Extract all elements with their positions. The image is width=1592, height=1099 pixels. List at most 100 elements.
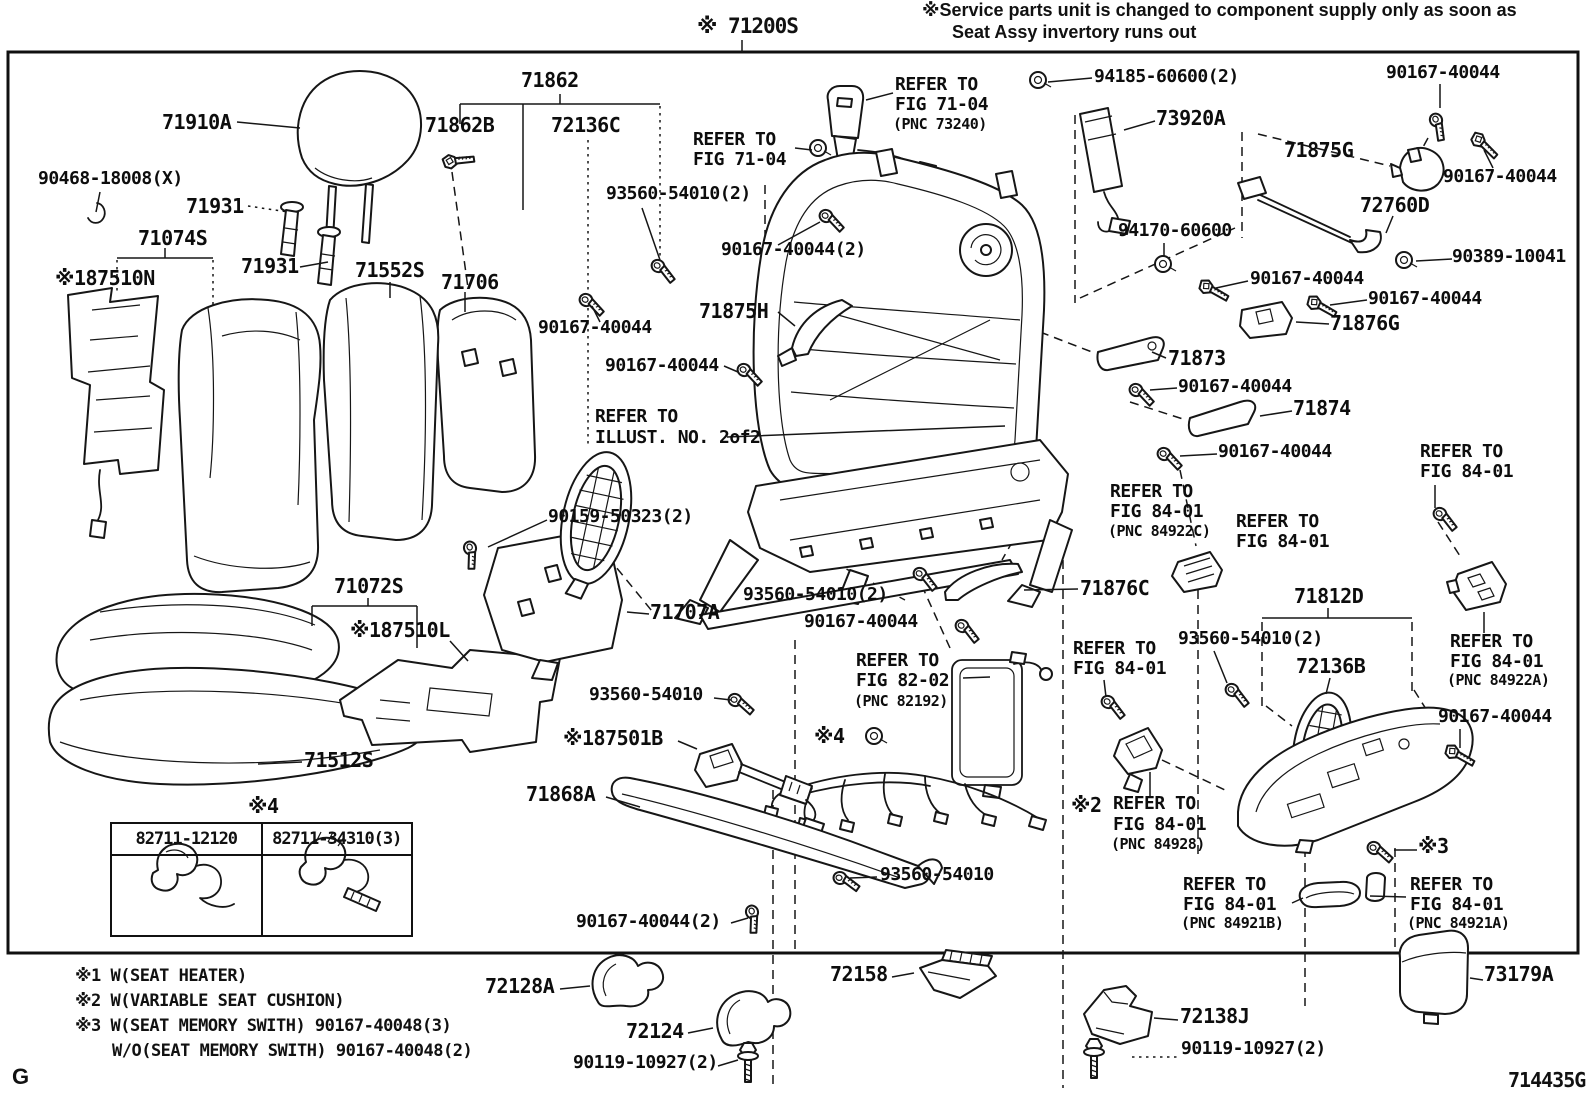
part-label-73920a: 73920A — [1156, 106, 1226, 130]
part-label-187501b: ※187501B — [563, 726, 663, 750]
part-label-fig-84-01: FIG 84-01 — [1110, 501, 1204, 522]
legend-line-2: ※2 W(VARIABLE SEAT CUSHION) — [75, 991, 345, 1011]
cushion-heater-mat — [340, 650, 560, 752]
legend-line-1: ※1 W(SEAT HEATER) — [75, 966, 247, 986]
cushion-pad — [49, 668, 426, 785]
part-label-71874: 71874 — [1293, 396, 1351, 420]
side-shield — [1238, 688, 1473, 853]
part-label-93560-54010: 93560-54010 — [589, 684, 703, 705]
part-label-2: ※2 — [1071, 793, 1102, 817]
part-label-pnc-84928: (PNC 84928) — [1111, 835, 1205, 853]
part-label-90167-40044: 90167-40044 — [1178, 376, 1292, 397]
part-label-71876g: 71876G — [1330, 311, 1400, 335]
clip-table: 82711-12120 82711-34310(3) — [110, 822, 413, 937]
part-label-90159-50323-2: 90159-50323(2) — [548, 506, 693, 527]
part-label-90167-40044: 90167-40044 — [1438, 706, 1552, 727]
part-label-fig-84-01: FIG 84-01 — [1183, 894, 1277, 915]
clip-table-cell1 — [112, 856, 263, 935]
service-note-line2: Seat Assy invertory runs out — [952, 22, 1197, 42]
part-label-refer-to: REFER TO — [1110, 481, 1193, 502]
part-label-71873: 71873 — [1168, 346, 1226, 370]
part-label-71910a: 71910A — [162, 110, 232, 134]
part-label-71706: 71706 — [441, 270, 499, 294]
part-label-pnc-84922c: (PNC 84922C) — [1108, 522, 1211, 540]
seatback-board — [437, 298, 535, 492]
part-label-90167-40044: 90167-40044 — [605, 355, 719, 376]
recliner-parts — [778, 148, 1506, 792]
clip-table-cell2 — [263, 856, 412, 935]
part-label-4: ※4 — [248, 794, 279, 818]
part-label-90167-40044-2: 90167-40044(2) — [576, 911, 721, 932]
headrest-supports — [88, 202, 340, 285]
part-label-187510l: ※187510L — [350, 618, 450, 642]
part-label-refer-to: REFER TO — [1420, 441, 1503, 462]
leader-lines — [96, 78, 1493, 1066]
seatback-pad — [179, 299, 321, 592]
seatback-heater-pad — [68, 288, 164, 538]
part-label-90167-40044: 90167-40044 — [1386, 62, 1500, 83]
page-letter: G — [12, 1064, 30, 1089]
part-label-71931: 71931 — [241, 254, 299, 278]
amplifier-73920a — [1080, 108, 1130, 234]
vent-grommet-72136c — [547, 446, 643, 605]
part-label-3: ※3 — [1418, 834, 1449, 858]
part-label-refer-to: REFER TO — [1450, 631, 1533, 652]
part-label-90167-40044: 90167-40044 — [538, 317, 652, 338]
part-label-71862: 71862 — [521, 68, 579, 92]
part-label-fig-71-04: FIG 71-04 — [895, 94, 989, 115]
part-label-pnc-73240: (PNC 73240) — [893, 115, 987, 133]
part-label-71512s: 71512S — [304, 748, 374, 772]
part-label-refer-to: REFER TO — [856, 650, 939, 671]
part-label-90167-40044: 90167-40044 — [1368, 288, 1482, 309]
part-label-4: ※4 — [814, 724, 845, 748]
seatbase-frame — [675, 440, 1072, 629]
part-label-71072s: 71072S — [334, 574, 404, 598]
legend-line-3: ※3 W(SEAT MEMORY SWITH) 90167-40048(3) — [75, 1016, 452, 1036]
part-label-72158: 72158 — [830, 962, 888, 986]
part-label-refer-to: REFER TO — [1073, 638, 1156, 659]
table-clip-drawings — [152, 832, 380, 911]
figure-code: 714435G — [1508, 1068, 1586, 1092]
part-label-93560-54010: 93560-54010 — [880, 864, 994, 885]
part-label-pnc-82192: (PNC 82192) — [854, 692, 948, 710]
part-label-fig-84-01: FIG 84-01 — [1420, 461, 1514, 482]
part-label-refer-to: REFER TO — [693, 129, 776, 150]
wiring-harness — [612, 652, 1052, 888]
part-label-refer-to: REFER TO — [1183, 874, 1266, 895]
diagram-border — [8, 52, 1578, 953]
headrest — [298, 71, 421, 243]
part-label-71707a: 71707A — [650, 600, 720, 624]
part-label-93560-54010-2: 93560-54010(2) — [1178, 628, 1323, 649]
part-label-refer-to: REFER TO — [1236, 511, 1319, 532]
clip-table-col2: 82711-34310(3) — [272, 829, 402, 849]
legend-line-4: W/O(SEAT MEMORY SWITH) 90167-40048(2) — [112, 1041, 473, 1061]
part-label-94185-60600-2: 94185-60600(2) — [1094, 66, 1239, 87]
part-label-187510n: ※187510N — [55, 266, 155, 290]
part-label-71931: 71931 — [186, 194, 244, 218]
part-label-73179a: 73179A — [1484, 962, 1554, 986]
part-label-pnc-84921a: (PNC 84921A) — [1407, 914, 1510, 932]
part-label-72136b: 72136B — [1296, 654, 1366, 678]
part-label-90389-10041: 90389-10041 — [1452, 246, 1566, 267]
trim-pads — [1300, 873, 1468, 1024]
seatback-cover — [324, 283, 439, 540]
part-label-90167-40044-2: 90167-40044(2) — [721, 239, 866, 260]
part-label-71862b: 71862B — [425, 113, 495, 137]
part-label-72128a: 72128A — [485, 974, 555, 998]
service-note-line1: ※Service parts unit is changed to compon… — [922, 0, 1517, 20]
part-label-71868a: 71868A — [526, 782, 596, 806]
part-label-90167-40044: 90167-40044 — [1443, 166, 1557, 187]
part-label-72138j: 72138J — [1180, 1004, 1250, 1028]
part-label-71552s: 71552S — [355, 258, 425, 282]
part-label-72760d: 72760D — [1360, 193, 1430, 217]
part-label-93560-54010-2: 93560-54010(2) — [606, 183, 751, 204]
part-label-71875g: 71875G — [1284, 138, 1354, 162]
part-label-71812d: 71812D — [1294, 584, 1364, 608]
part-label-90167-40044: 90167-40044 — [1250, 268, 1364, 289]
part-label-refer-to: REFER TO — [1113, 793, 1196, 814]
part-label-90119-10927-2: 90119-10927(2) — [1181, 1038, 1326, 1059]
part-label-90119-10927-2: 90119-10927(2) — [573, 1052, 718, 1073]
part-label-fig-71-04: FIG 71-04 — [693, 149, 787, 170]
clip-table-col1: 82711-12120 — [112, 824, 263, 854]
